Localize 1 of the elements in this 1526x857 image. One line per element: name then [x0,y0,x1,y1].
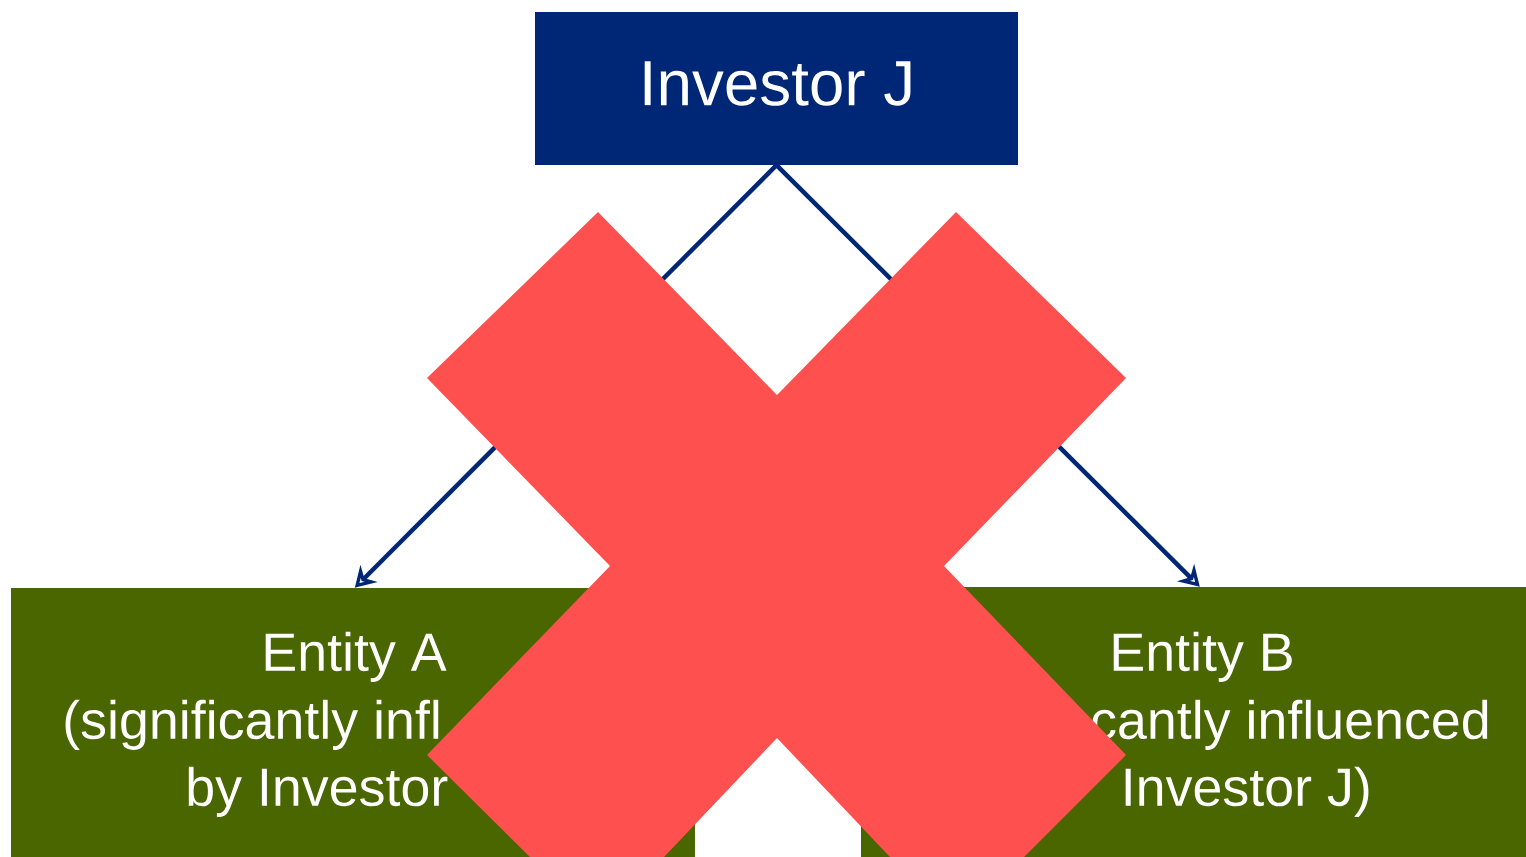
investor-box: Investor J [535,12,1018,165]
